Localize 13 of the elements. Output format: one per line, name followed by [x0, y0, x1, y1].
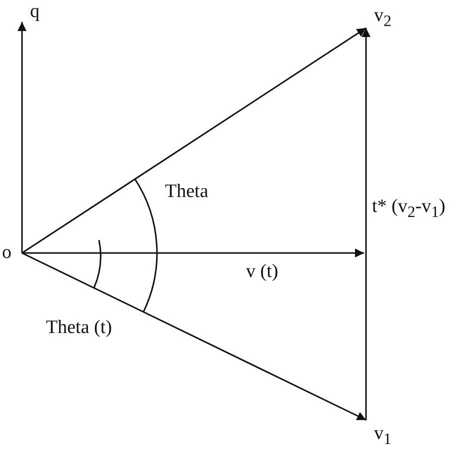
angle-label: Theta — [165, 182, 208, 202]
arrow — [22, 248, 364, 258]
arrow — [22, 27, 366, 254]
arrow — [362, 28, 370, 420]
arrow — [22, 252, 366, 421]
angle-label: Theta (t) — [46, 318, 112, 338]
edge-label: t* (v$_{2}$-v$_{1}$) — [372, 197, 446, 223]
point-label: q — [22, 2, 40, 22]
point-label: v$_{2}$ — [366, 6, 392, 32]
point-label: o — [2, 243, 16, 263]
point-label: v$_{1}$ — [366, 420, 392, 450]
arrow — [18, 22, 26, 253]
edge-label: v (t) — [246, 262, 278, 282]
